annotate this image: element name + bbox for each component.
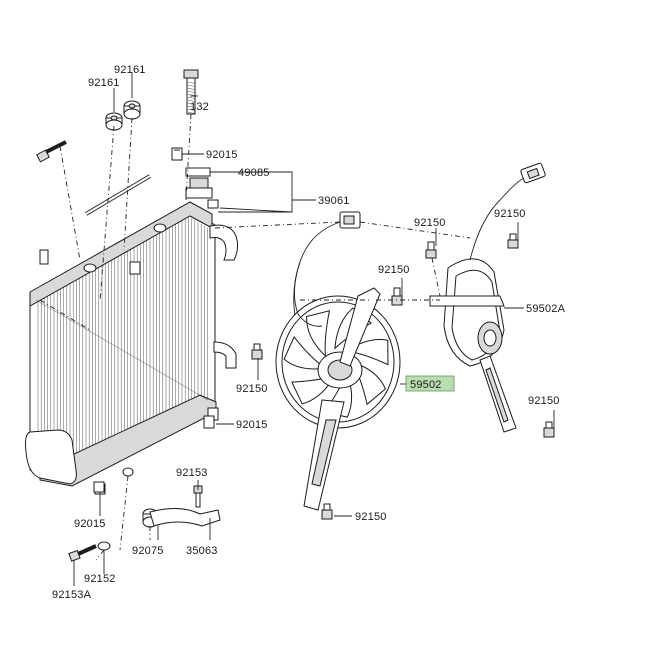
- lower-hose-outlet: [213, 341, 237, 369]
- fan-assembly-59502A[interactable]: [429, 177, 525, 433]
- fan-bracket-upper: [339, 287, 381, 367]
- switch-39061[interactable]: [293, 211, 361, 323]
- fan-blade: [283, 336, 327, 370]
- bolt-left[interactable]: [36, 140, 67, 163]
- label-92150-f[interactable]: 92150: [236, 383, 268, 395]
- grommet-right: [153, 223, 167, 233]
- fitting-small: [207, 199, 219, 209]
- label-59502[interactable]: 59502: [410, 379, 442, 391]
- bolt-92150-a[interactable]: [425, 241, 437, 259]
- grommet-92161-lower[interactable]: [105, 112, 123, 131]
- fan-assembly-59502[interactable]: [275, 261, 401, 511]
- radiator-side-tank: [25, 429, 77, 485]
- bracket-mid: [129, 261, 141, 275]
- radiator[interactable]: [25, 200, 239, 495]
- callout-lines: [73, 72, 555, 586]
- washer-92152[interactable]: [97, 541, 111, 551]
- label-92150-c[interactable]: 92150: [378, 264, 410, 276]
- label-92153A[interactable]: 92153A: [52, 589, 92, 601]
- bracket-35063[interactable]: [149, 508, 221, 527]
- bolt-92150-c[interactable]: [391, 287, 403, 306]
- grommet-left: [83, 263, 97, 273]
- clip-92015-bottom[interactable]: [93, 481, 105, 493]
- label-92153[interactable]: 92153: [176, 467, 208, 479]
- label-92150-d[interactable]: 92150: [528, 395, 560, 407]
- clip-92015-top[interactable]: [171, 147, 183, 161]
- bracket-left: [39, 249, 49, 265]
- label-92161-lower[interactable]: 92161: [88, 77, 120, 89]
- label-92150-e[interactable]: 92150: [355, 511, 387, 523]
- bolt-92150-d[interactable]: [543, 421, 555, 438]
- grommet-92161-top[interactable]: [123, 100, 141, 120]
- label-59502A[interactable]: 59502A: [526, 303, 566, 315]
- bolt-92150-f[interactable]: [251, 343, 263, 360]
- label-92150-b[interactable]: 92150: [494, 208, 526, 220]
- label-49085[interactable]: 49085: [238, 167, 270, 179]
- part-labels: 92161 92161 132 92015 49085 39061 92150 …: [52, 64, 566, 601]
- bolt-92150-b[interactable]: [507, 233, 519, 249]
- grommet-bottom: [122, 467, 134, 477]
- upper-hose-outlet: [209, 224, 239, 261]
- clip-92015-lower[interactable]: [203, 415, 215, 429]
- label-92161-top[interactable]: 92161: [114, 64, 146, 76]
- cap-49085[interactable]: [185, 167, 213, 199]
- label-92015-top[interactable]: 92015: [206, 149, 238, 161]
- label-92075[interactable]: 92075: [132, 545, 164, 557]
- highlight-59502: [405, 375, 455, 392]
- label-92150-a[interactable]: 92150: [414, 217, 446, 229]
- label-132[interactable]: 132: [190, 101, 209, 113]
- label-92015-lower[interactable]: 92015: [236, 419, 268, 431]
- label-92152[interactable]: 92152: [84, 573, 116, 585]
- connector-59502A: [520, 162, 546, 184]
- label-35063[interactable]: 35063: [186, 545, 218, 557]
- fan-blade: [306, 310, 331, 358]
- bolt-92150-e[interactable]: [321, 503, 333, 520]
- leader-lines: [39, 113, 471, 561]
- label-92015-bottom[interactable]: 92015: [74, 518, 106, 530]
- label-39061[interactable]: 39061: [318, 195, 350, 207]
- bolt-92153A[interactable]: [68, 544, 97, 562]
